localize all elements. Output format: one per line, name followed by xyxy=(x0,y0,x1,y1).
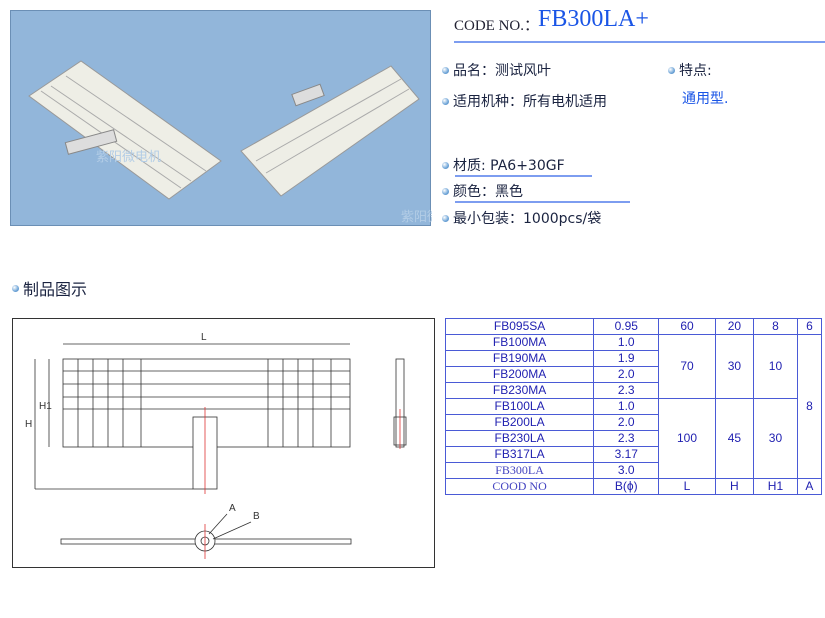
bullet-icon xyxy=(442,187,449,195)
table-cell: 20 xyxy=(714,318,755,335)
label-L: L xyxy=(201,332,207,343)
table-cell: 30 xyxy=(714,334,755,399)
label-H: H xyxy=(25,419,32,430)
section-title: 制品图示 xyxy=(23,280,88,299)
table-cell: FB190MA xyxy=(444,350,595,367)
table-cell: L xyxy=(658,478,716,495)
material: 材质: PA6+30GF xyxy=(453,158,565,174)
bullet-icon xyxy=(442,214,449,222)
table-cell: FB200MA xyxy=(444,366,595,383)
feature-value: 通用型. xyxy=(682,91,729,107)
min-packing: 最小包装：1000pcs/袋 xyxy=(453,211,602,227)
table-cell: 60 xyxy=(658,318,716,335)
feature-label: 特点: xyxy=(679,63,712,79)
table-cell: A xyxy=(796,478,823,495)
table-cell: 1.0 xyxy=(593,398,660,415)
bullet-icon xyxy=(442,161,449,169)
table-cell: 100 xyxy=(658,398,716,479)
table-cell: 10 xyxy=(753,334,798,399)
color: 颜色：黑色 xyxy=(453,184,523,200)
code-label: CODE NO.： xyxy=(454,18,539,34)
table-cell: 2.0 xyxy=(593,366,660,383)
divider xyxy=(455,175,592,177)
table-cell: FB095SA xyxy=(444,318,595,335)
table-cell: 3.0 xyxy=(593,462,660,479)
table-cell: 8 xyxy=(796,334,823,479)
bullet-icon xyxy=(668,66,675,74)
bullet-icon xyxy=(442,97,449,105)
table-cell: FB200LA xyxy=(444,414,595,431)
technical-drawing: L H H1 A B xyxy=(12,318,435,568)
watermark: 紫阳微电机 xyxy=(96,150,161,165)
label-H1: H1 xyxy=(39,401,52,412)
table-cell: FB230LA xyxy=(444,430,595,447)
bullet-icon xyxy=(12,284,19,292)
table-cell: H1 xyxy=(753,478,798,495)
table-cell: 0.95 xyxy=(593,318,660,335)
table-cell: 1.0 xyxy=(593,334,660,351)
table-cell: FB317LA xyxy=(444,446,595,463)
table-cell: 2.0 xyxy=(593,414,660,431)
table-cell: 6 xyxy=(796,318,823,335)
table-cell: FB100MA xyxy=(444,334,595,351)
bullet-icon xyxy=(442,66,449,74)
table-cell: 45 xyxy=(714,398,755,479)
table-cell: FB100LA xyxy=(444,398,595,415)
table-cell: 8 xyxy=(753,318,798,335)
table-cell: 3.17 xyxy=(593,446,660,463)
table-cell: 2.3 xyxy=(593,382,660,399)
table-cell: COOD NO xyxy=(444,478,595,495)
product-name: 品名：测试风叶 xyxy=(453,63,551,79)
label-A: A xyxy=(229,503,236,514)
code-value: FB300LA+ xyxy=(538,6,649,32)
table-cell: 2.3 xyxy=(593,430,660,447)
table-cell: 1.9 xyxy=(593,350,660,367)
applicable-models: 适用机种：所有电机适用 xyxy=(453,94,607,110)
table-cell: 70 xyxy=(658,334,716,399)
svg-text:紫阳微电机: 紫阳微电机 xyxy=(401,210,432,225)
fan-blade-3d-render: 紫阳微电机 紫阳微电机 xyxy=(28,60,466,225)
label-B: B xyxy=(253,511,260,522)
table-cell: FB230MA xyxy=(444,382,595,399)
table-cell: B(ϕ) xyxy=(593,478,660,495)
table-cell: FB300LA xyxy=(444,462,595,479)
table-cell: 30 xyxy=(753,398,798,479)
table-cell: H xyxy=(714,478,755,495)
divider xyxy=(454,41,825,43)
product-render-image: 紫阳微电机 紫阳微电机 xyxy=(10,10,466,226)
divider xyxy=(455,201,630,203)
